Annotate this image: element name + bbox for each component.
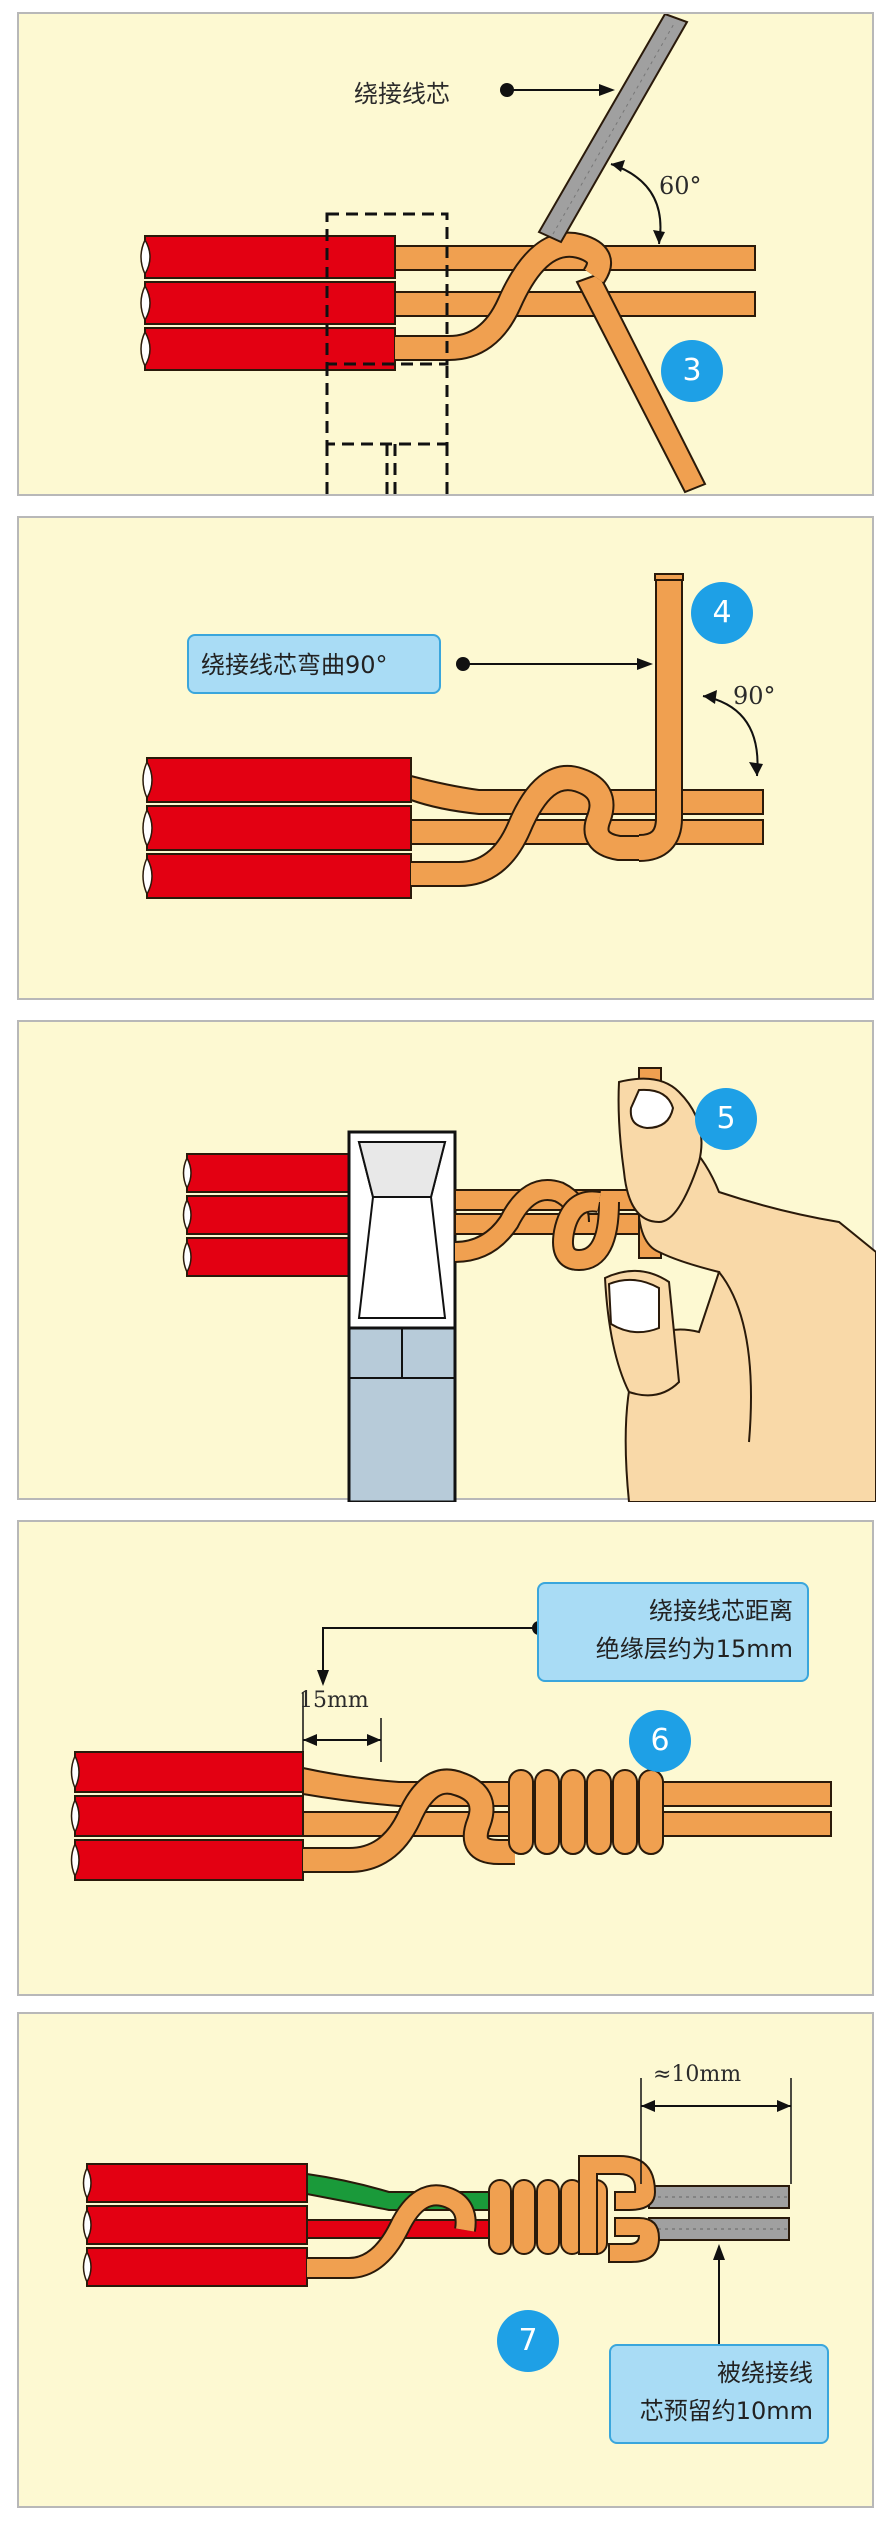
- rotation-arrow-icon: [610, 163, 662, 245]
- arrow-right-icon: [637, 658, 653, 670]
- dimension-label: ≈10mm: [653, 2062, 742, 2087]
- step-number-badge: 5: [695, 1088, 757, 1150]
- reserve-callout: 被绕接线 芯预留约10mm: [609, 2344, 829, 2444]
- step-4-panel: 绕接线芯弯曲90° 90° 4: [17, 516, 874, 1000]
- step-7-panel: ≈10mm 被绕接线 芯预留约10mm 7: [17, 2012, 874, 2508]
- step-number-badge: 4: [691, 582, 753, 644]
- step-number-badge: 7: [497, 2310, 559, 2372]
- step-3-illustration: [140, 14, 756, 498]
- hand-icon: [603, 1077, 876, 1502]
- bend-callout: 绕接线芯弯曲90°: [187, 634, 441, 694]
- coil-windings: [508, 1769, 664, 1855]
- step-number-badge: 3: [661, 340, 723, 402]
- copper-core-diagonal: [575, 272, 707, 494]
- step-5-panel: 5: [17, 1020, 876, 1502]
- angle-label: 90°: [733, 682, 776, 710]
- arrow-right-icon: [599, 84, 615, 96]
- step-7-illustration: [82, 2078, 792, 2367]
- step-4-illustration: [142, 573, 764, 899]
- step-6-illustration: [70, 1621, 832, 1881]
- step-6-panel: 绕接线芯距离 绝缘层约为15mm 15mm 6: [17, 1520, 874, 1996]
- dimension-label: 15mm: [299, 1688, 369, 1713]
- copper-cores: [394, 245, 756, 317]
- gray-wrapping-core: [537, 14, 689, 244]
- distance-callout: 绕接线芯距离 绝缘层约为15mm: [537, 1582, 809, 1682]
- step-3-panel: 绕接线芯 60° 3: [17, 12, 874, 498]
- cable-cut-ends: [140, 238, 151, 368]
- step-5-illustration: [182, 1067, 876, 1502]
- insulated-cable-bundle: [144, 235, 396, 371]
- angle-label: 60°: [659, 172, 702, 200]
- pliers-icon: [347, 1130, 457, 1502]
- step-number-badge: 6: [629, 1710, 691, 1772]
- pliers-icon: [325, 212, 449, 498]
- core-label: 绕接线芯: [354, 80, 450, 108]
